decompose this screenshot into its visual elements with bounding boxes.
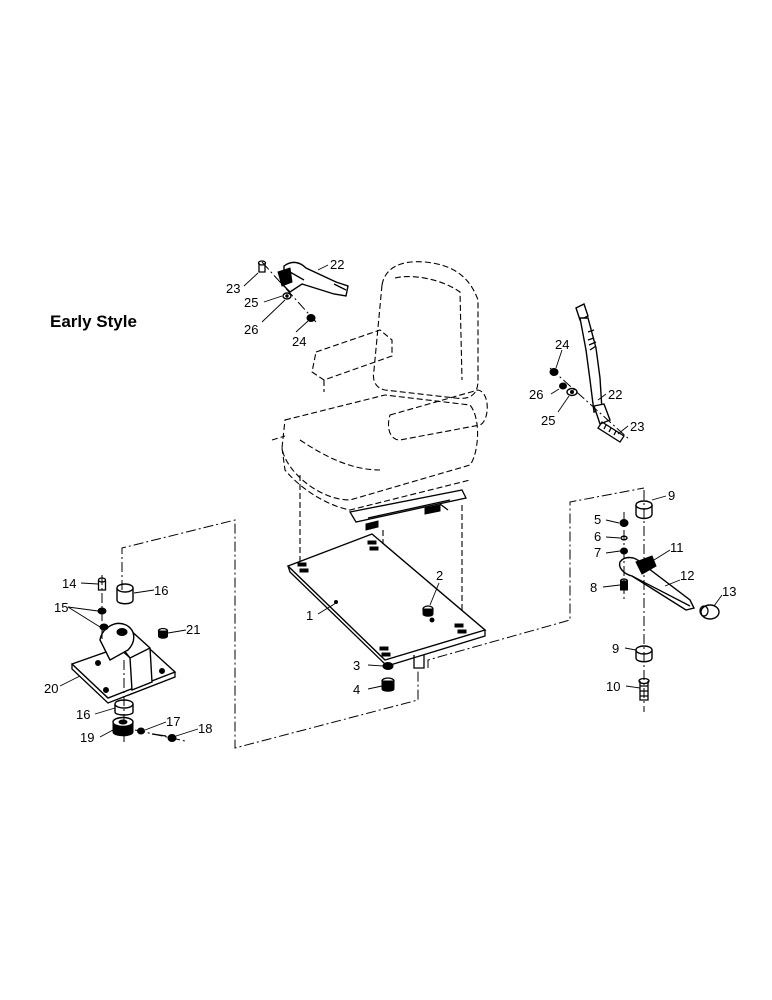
callout-12: 12 [680, 568, 694, 583]
callout-6: 6 [594, 529, 601, 544]
callout-25-left: 25 [244, 295, 258, 310]
part-21-nut [157, 627, 169, 639]
part-16-spacer-top [116, 583, 134, 605]
callout-25-right: 25 [541, 413, 555, 428]
seat-outline [271, 261, 488, 511]
callout-22-left: 22 [330, 257, 344, 272]
callout-24-right: 24 [555, 337, 569, 352]
callout-9-top: 9 [668, 488, 675, 503]
callout-16-top: 16 [154, 583, 168, 598]
part-19-bushing [112, 716, 134, 737]
callout-10: 10 [606, 679, 620, 694]
callout-22-right: 22 [608, 387, 622, 402]
callout-24-left: 24 [292, 334, 306, 349]
seat-belt-left [257, 260, 349, 322]
callout-19: 19 [80, 730, 94, 745]
seat-belt-right [549, 303, 625, 443]
callout-18: 18 [198, 721, 212, 736]
part-2-nut [422, 605, 434, 617]
callout-11: 11 [670, 540, 684, 555]
callout-14: 14 [62, 576, 76, 591]
seat-slide-rail [348, 489, 467, 531]
callout-23-left: 23 [226, 281, 240, 296]
leader-lines [59, 264, 723, 738]
callout-15: 15 [54, 600, 68, 615]
callout-17: 17 [166, 714, 180, 729]
part-4-bushing [381, 677, 395, 692]
callout-21: 21 [186, 622, 200, 637]
callout-1: 1 [306, 608, 313, 623]
callout-7: 7 [594, 545, 601, 560]
right-lever-assembly [618, 500, 720, 701]
callout-13: 13 [722, 584, 736, 599]
part-3-washer [382, 662, 394, 670]
left-bolt-centerline [134, 729, 186, 742]
callout-2: 2 [436, 568, 443, 583]
callout-labels: 1 2 3 4 5 6 7 8 9 9 10 11 12 13 14 15 16… [44, 257, 736, 745]
seat-mounting-plate [286, 533, 487, 669]
callout-23-right: 23 [630, 419, 644, 434]
callout-16-bottom: 16 [76, 707, 90, 722]
callout-26-left: 26 [244, 322, 258, 337]
callout-9-bottom: 9 [612, 641, 619, 656]
belt-left-centerline [261, 261, 317, 323]
callout-26-right: 26 [529, 387, 543, 402]
callout-20: 20 [44, 681, 58, 696]
callout-5: 5 [594, 512, 601, 527]
connection-lines [121, 487, 645, 749]
callout-8: 8 [590, 580, 597, 595]
callout-3: 3 [353, 658, 360, 673]
diagram-title: Early Style [50, 312, 137, 331]
callout-4: 4 [353, 682, 360, 697]
